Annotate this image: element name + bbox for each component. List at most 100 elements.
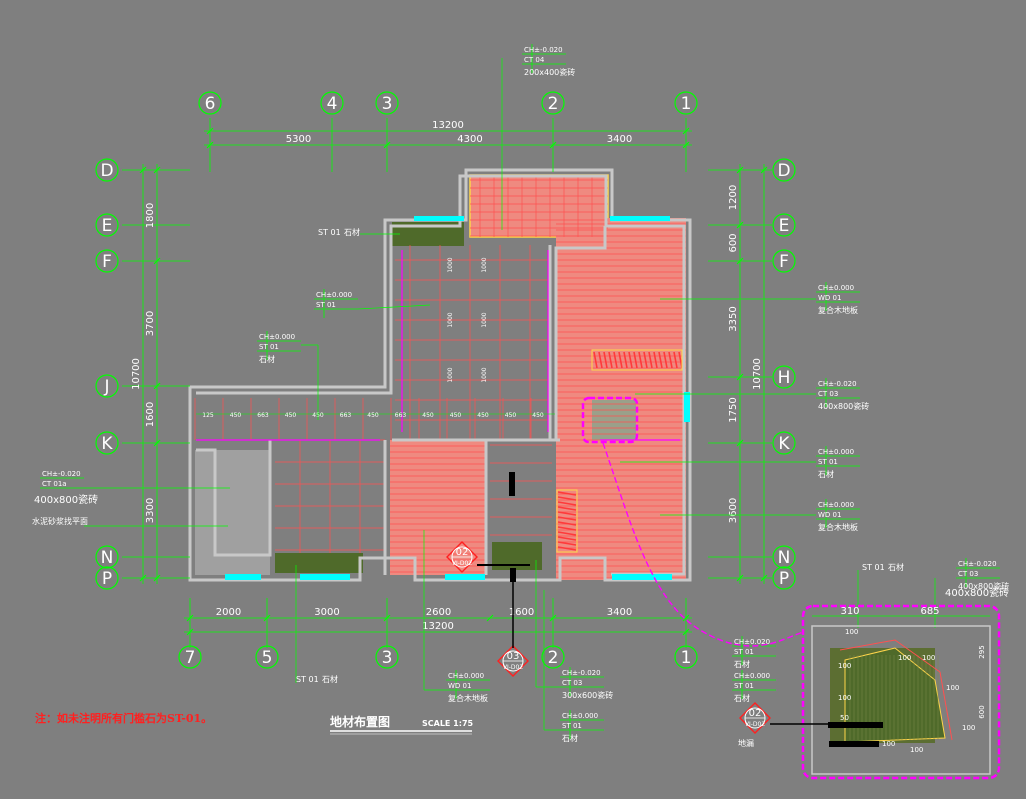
tag-floor-drain: 地漏 xyxy=(738,738,754,748)
tag-desc: 复合木地板 xyxy=(818,522,858,532)
tag-code: ST 01 xyxy=(862,563,885,572)
stair-tread xyxy=(557,501,577,506)
axis-bubble-right xyxy=(772,431,796,455)
detail-border-line xyxy=(839,639,953,741)
dim-vert: 1000 xyxy=(481,312,488,327)
stair-tread xyxy=(648,351,653,369)
axis-bubble-left xyxy=(95,566,119,590)
dim-strip: 125 xyxy=(202,412,214,419)
axis-bubble-top xyxy=(674,91,698,115)
tag-desc: 石材 xyxy=(818,469,834,479)
stair-tread xyxy=(613,351,618,369)
tag-ch: CH±0.000 xyxy=(734,672,770,680)
dim-tick xyxy=(760,574,768,582)
dim-strip: 450 xyxy=(477,412,489,419)
stair-tread xyxy=(633,351,638,369)
tag-code: CT 04 xyxy=(524,56,545,64)
stair-tread xyxy=(557,521,577,526)
axis-bubble-right xyxy=(772,365,796,389)
axis-bubble-top-label: 2 xyxy=(548,94,559,114)
dim-bottom-segment: 3400 xyxy=(607,607,632,618)
dim-bottom-total: 13200 xyxy=(422,621,454,632)
detail-dim-text: 295 xyxy=(978,645,986,658)
section-ref: VI-D02 xyxy=(745,721,765,728)
dim-vert: 1000 xyxy=(447,312,454,327)
stair-tread xyxy=(557,511,577,516)
stair-tread xyxy=(643,351,648,369)
tag-ch: CH±0.000 xyxy=(316,291,352,299)
dim-strip: 450 xyxy=(422,412,434,419)
section-diamond xyxy=(497,645,529,677)
window xyxy=(300,574,350,580)
tag-code: WD 01 xyxy=(818,511,841,519)
tag-code: CT 03 xyxy=(958,570,978,578)
stair-tread xyxy=(663,351,668,369)
section-diamond xyxy=(446,541,478,573)
axis-bubble-right xyxy=(772,249,796,273)
dim-left-segment: 1600 xyxy=(145,402,156,427)
dim-vert: 1000 xyxy=(447,367,454,382)
axis-bubble-left-label: E xyxy=(102,216,113,236)
axis-bubble-right-label: P xyxy=(779,569,789,589)
axis-bubble-bottom-label: 3 xyxy=(382,648,393,668)
dim-tick xyxy=(153,166,161,174)
void-area xyxy=(592,400,636,440)
detail-dim-text: 100 xyxy=(946,684,959,692)
tag-ch: CH±0.000 xyxy=(448,672,484,680)
dim-tick xyxy=(736,257,744,265)
dim-left-segment: 3300 xyxy=(145,498,156,523)
detail-dim-text: 100 xyxy=(882,740,895,748)
tag-desc: 石材 xyxy=(734,693,750,703)
dim-tick xyxy=(153,382,161,390)
dim-strip: 450 xyxy=(367,412,379,419)
stair-tread xyxy=(557,546,577,551)
axis-bubble-bottom-label: 2 xyxy=(548,648,559,668)
tag-code: ST 01 xyxy=(296,675,319,684)
dim-tick xyxy=(206,141,214,149)
dim-bottom-segment: 2600 xyxy=(426,607,451,618)
dim-tick xyxy=(736,166,744,174)
dim-right-segment: 600 xyxy=(728,233,739,252)
dim-vert: 1000 xyxy=(481,257,488,272)
dim-tick xyxy=(153,257,161,265)
dim-tick xyxy=(139,574,147,582)
axis-bubble-left-label: D xyxy=(100,161,113,181)
axis-bubble-left-label: P xyxy=(102,569,112,589)
axis-bubble-right-label: E xyxy=(779,216,790,236)
axis-bubble-left-label: K xyxy=(101,434,113,454)
axis-bubble-left xyxy=(95,213,119,237)
window xyxy=(225,574,261,580)
dim-bottom-segment: 3000 xyxy=(314,607,339,618)
detail-callout xyxy=(581,396,639,444)
dim-top-segment: 4300 xyxy=(457,134,482,145)
tag-ch: CH±-0.020 xyxy=(42,470,81,478)
door-marker xyxy=(509,472,515,496)
window xyxy=(414,216,464,221)
axis-bubble-top xyxy=(375,91,399,115)
tag-ch: CH±0.000 xyxy=(818,501,854,509)
detail-drain xyxy=(828,722,883,728)
detail-dim-text: 100 xyxy=(898,654,911,662)
tag-code: ST 01 xyxy=(818,458,838,466)
detail-dim-text: 100 xyxy=(845,628,858,636)
dim-strip: 450 xyxy=(505,412,517,419)
stair-tread xyxy=(557,516,577,521)
axis-bubble-top-label: 3 xyxy=(382,94,393,114)
tag-ch: CH±0.000 xyxy=(818,448,854,456)
axis-bubble-right xyxy=(772,545,796,569)
stair-tread xyxy=(557,506,577,511)
dim-bottom-segment: 1600 xyxy=(509,607,534,618)
axis-bubble-bottom xyxy=(375,645,399,669)
detail-border xyxy=(801,604,1001,780)
section-number: 03 xyxy=(507,651,520,662)
stair-tread xyxy=(557,526,577,531)
axis-bubble-top-label: 1 xyxy=(681,94,692,114)
tag-cement: 水泥砂浆找平面 xyxy=(32,516,88,526)
dim-tick xyxy=(736,221,744,229)
